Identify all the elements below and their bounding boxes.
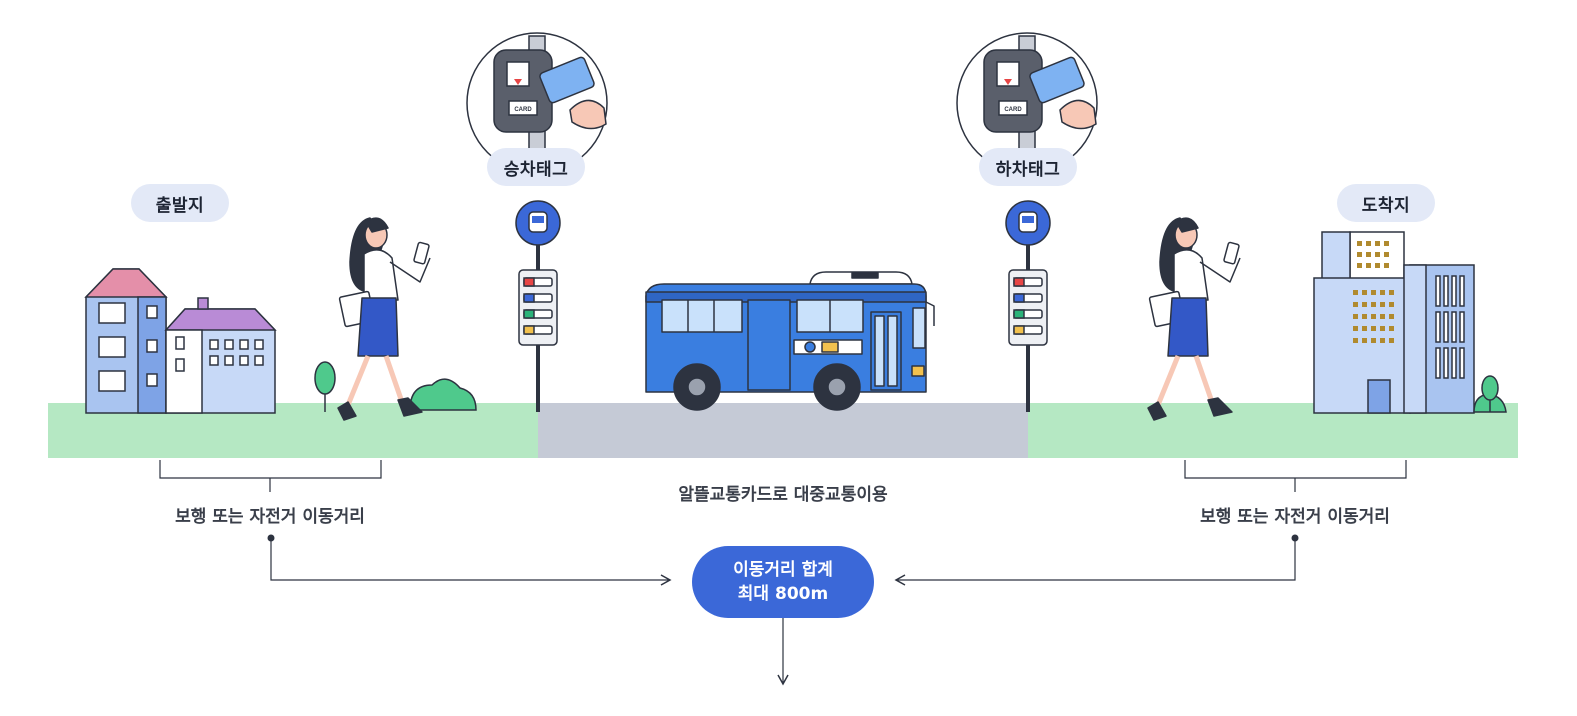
total-distance-line1: 이동거리 합계 [733, 560, 833, 580]
arrival-windows [1353, 241, 1394, 343]
walking-woman-left [337, 217, 431, 421]
svg-text:CARD: CARD [514, 107, 532, 113]
bush-left [409, 378, 477, 411]
walk-bike-distance-right: 보행 또는 자전거 이동거리 [1200, 507, 1390, 527]
card-reader-alight: CARD [956, 32, 1098, 174]
bus-stop-sign-alight [1005, 200, 1051, 412]
board-tag-label: 승차태그 [487, 148, 585, 186]
total-distance-badge: 이동거리 합계 최대 800m [692, 546, 874, 618]
total-distance-line2: 최대 800m [737, 584, 829, 604]
tree-icon [314, 361, 336, 412]
card-reader-board: CARD [466, 32, 608, 174]
walk-bike-distance-left: 보행 또는 자전거 이동거리 [175, 507, 365, 527]
transit-caption: 알뜰교통카드로 대중교통이용 [678, 485, 888, 505]
arrival-tower-stripes [1435, 275, 1465, 379]
arrow-icon [894, 538, 1296, 586]
bus [645, 271, 935, 411]
bracket-left [159, 460, 382, 479]
walking-woman-right [1147, 217, 1241, 421]
road [538, 403, 1028, 458]
bus-stop-sign-board [515, 200, 561, 412]
smartphone-icon [1223, 241, 1240, 265]
departure-label: 출발지 [131, 184, 229, 222]
smartphone-icon [413, 241, 430, 265]
tree-icon [1473, 375, 1507, 413]
departure-buildings [84, 268, 277, 414]
alight-tag-label: 하차태그 [979, 148, 1077, 186]
arrival-label: 도착지 [1337, 184, 1435, 222]
bracket-right [1184, 460, 1407, 479]
arrival-buildings [1313, 231, 1475, 414]
arrow-icon [270, 538, 672, 586]
svg-text:CARD: CARD [1004, 107, 1022, 113]
